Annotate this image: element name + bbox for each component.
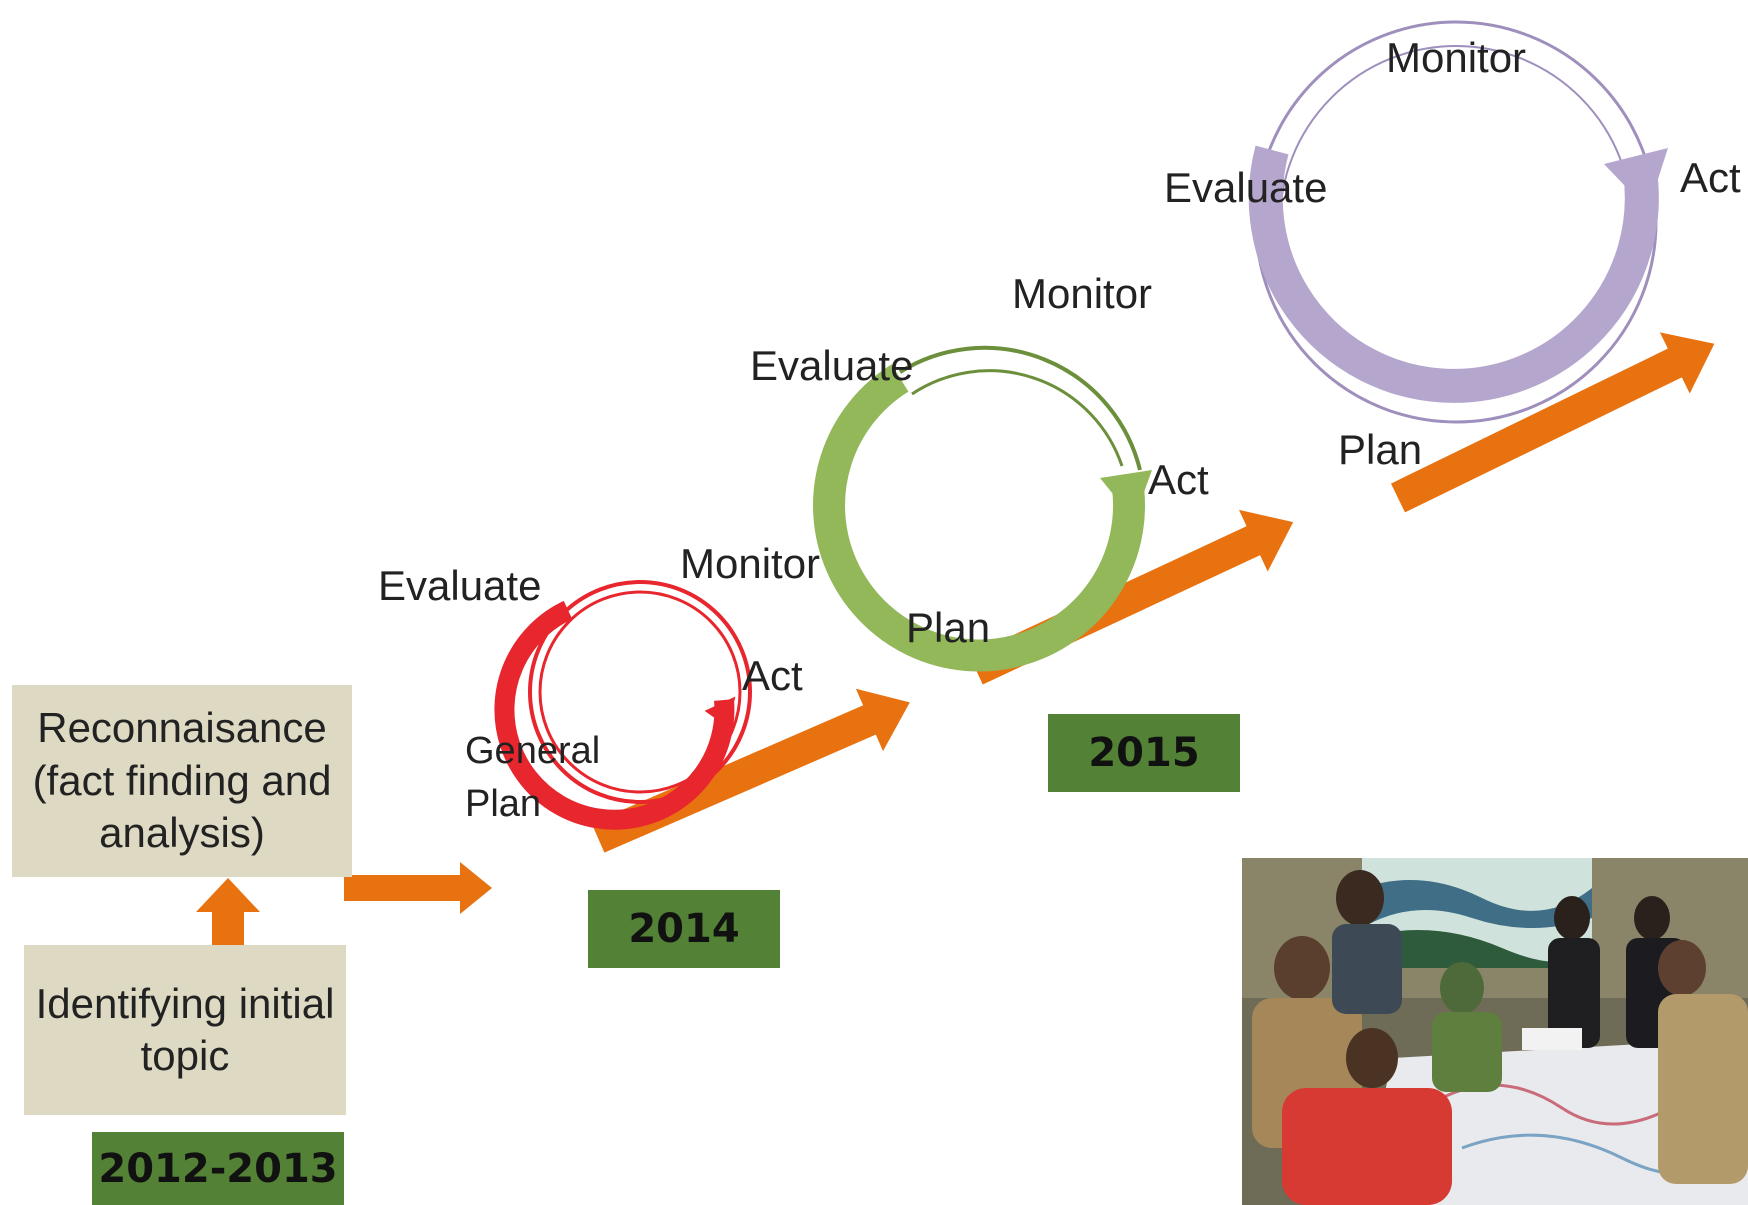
identifying-topic-text: Identifying initial topic <box>35 979 335 1080</box>
cycle-2015-plan: Plan <box>906 604 991 651</box>
right-arrow-initial <box>344 862 492 914</box>
workshop-photo <box>1242 858 1748 1205</box>
year-label-2014: 2014 <box>628 906 740 952</box>
cycle-2015-evaluate: Evaluate <box>750 342 914 389</box>
cycle-final-act: Act <box>1680 154 1741 201</box>
cycle-2014-ring <box>494 580 752 830</box>
cycle-final-plan: Plan <box>1338 426 1423 473</box>
reconnaissance-text: Reconnaisance (fact finding and analysis… <box>32 704 332 857</box>
cycle-final-evaluate: Evaluate <box>1164 164 1328 211</box>
cycle-final-monitor: Monitor <box>1386 34 1527 81</box>
cycle-2015-act: Act <box>1148 456 1209 503</box>
identifying-topic-box: Identifying initial topic <box>24 945 346 1115</box>
cycle-2014-plan: General Plan <box>465 730 601 826</box>
year-label-2012-2013: 2012-2013 <box>98 1145 338 1192</box>
year-label-2015: 2015 <box>1088 730 1200 776</box>
rising-arrow-final <box>1390 332 1715 513</box>
year-box-2014: 2014 <box>588 890 780 968</box>
workshop-photo-icon <box>1242 858 1748 1205</box>
reconnaissance-box: Reconnaisance (fact finding and analysis… <box>12 685 352 877</box>
year-box-2015: 2015 <box>1048 714 1240 792</box>
cycle-2015-ring <box>813 345 1152 672</box>
cycle-2014-monitor: Monitor <box>680 540 821 587</box>
up-arrow <box>196 878 260 955</box>
cycle-2014-act: Act <box>742 652 803 699</box>
year-box-2012-2013: 2012-2013 <box>92 1132 344 1205</box>
cycle-2014-evaluate: Evaluate <box>378 562 542 609</box>
cycle-final-ring <box>1248 20 1668 424</box>
cycle-2015-monitor: Monitor <box>1012 270 1153 317</box>
